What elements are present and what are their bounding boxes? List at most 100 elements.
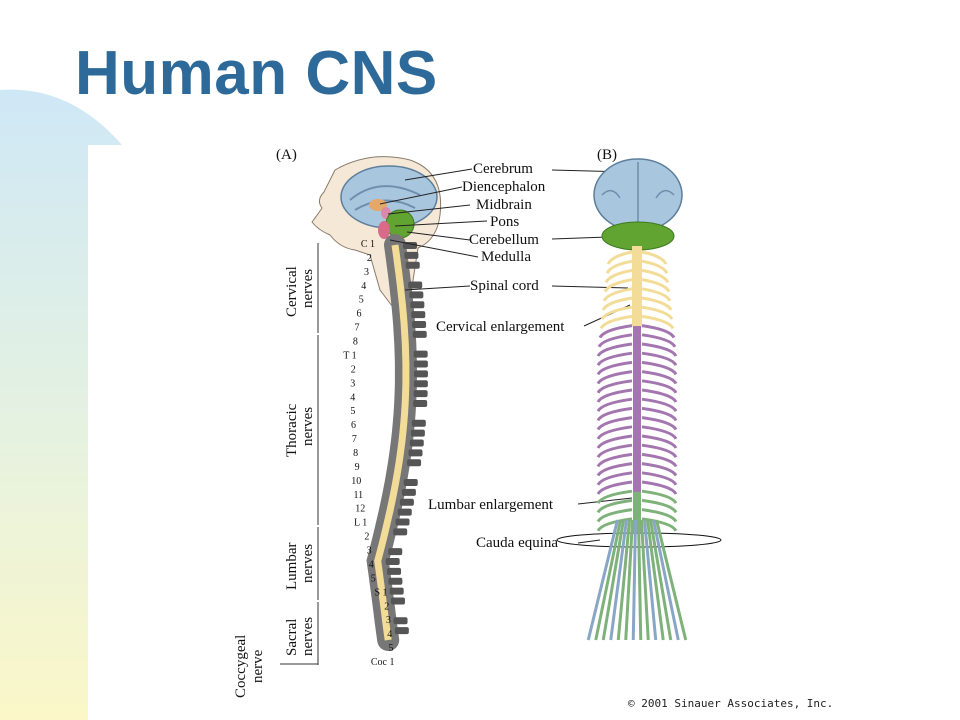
spinal-nerve-left (606, 250, 633, 265)
pons-shape (378, 221, 390, 239)
vertebra (401, 488, 416, 496)
cauda-equina-nerve (637, 519, 643, 641)
spinal-nerve-left (596, 370, 633, 385)
vertebra-label: 5 (350, 406, 355, 417)
vertebra-label: 4 (369, 560, 374, 571)
copyright-notice: © 2001 Sinauer Associates, Inc. (628, 697, 834, 710)
vertebra (399, 498, 414, 506)
spinal-nerve-right (641, 259, 669, 275)
spinal-nerve-left (596, 406, 633, 422)
spinal-nerve-right (641, 305, 674, 321)
spine-column-a (366, 234, 428, 651)
spinal-nerve-left (596, 443, 633, 459)
thoracic-segment (633, 326, 641, 492)
vertebra (403, 242, 417, 249)
thoracic-label-2: nerves (300, 407, 316, 446)
cauda-equina-nerve (624, 519, 634, 641)
spinal-nerve-right (641, 397, 678, 413)
label-diencephalon: Diencephalon (462, 179, 546, 195)
vertebra-label: 2 (351, 364, 356, 375)
spinal-nerve-left (604, 268, 633, 284)
spinal-nerve-right (641, 333, 677, 348)
spinal-nerve-left (596, 489, 633, 505)
spinal-nerve-right (641, 508, 678, 523)
coccygeal-label-2: nerve (250, 649, 266, 683)
vertebra (395, 518, 410, 526)
spinal-nerve-right (641, 370, 678, 385)
spinal-nerve-left (596, 480, 633, 495)
vertebra-label: 4 (350, 392, 355, 403)
cauda-equina-nerve (586, 519, 619, 641)
thoracic-label-1: Thoracic (284, 403, 300, 457)
vertebra-label: 3 (386, 615, 391, 626)
spinal-nerve-right (641, 471, 678, 486)
panel-b-label: (B) (597, 147, 617, 163)
vertebra (393, 617, 408, 625)
vertebra-label: 5 (371, 573, 376, 584)
vertebra (411, 419, 426, 427)
spinal-nerve-left (597, 333, 633, 348)
spinal-nerve-left (600, 305, 633, 321)
vertebra-label: 3 (350, 378, 355, 389)
vertebra (413, 390, 428, 398)
cauda-equina-nerve (616, 519, 631, 641)
label-midbrain: Midbrain (476, 197, 532, 213)
spinal-nerve-left (596, 351, 633, 367)
lumbar-label-2: nerves (300, 544, 316, 583)
cauda-equina-nerve (631, 519, 637, 641)
cauda-equina-nerve (655, 519, 688, 641)
spinal-nerve-right (641, 489, 678, 505)
cauda-equina-nerve (601, 519, 625, 641)
lumbar-segment (633, 492, 641, 532)
vertebra-label: 2 (367, 253, 372, 264)
vertebra-label: 3 (367, 546, 372, 557)
vertebra (409, 439, 424, 447)
spinal-nerve-left (596, 397, 633, 413)
vertebra-label: Coc 1 (371, 657, 395, 668)
vertebra (408, 449, 423, 457)
vertebra (408, 281, 423, 289)
cauda-equina-nerve (646, 519, 665, 641)
slide-title: Human CNS (75, 39, 438, 108)
spinal-nerve-right (641, 268, 670, 284)
cauda-equina-nerve (640, 519, 650, 641)
spinal-nerve-right (641, 278, 671, 293)
spinal-nerve-left (596, 388, 633, 403)
vertebra-label: 12 (355, 504, 365, 515)
spinal-nerve-right (641, 406, 678, 422)
vertebra-label: 5 (389, 643, 394, 654)
vertebra-label: 7 (355, 323, 360, 334)
cervical-label-2: nerves (300, 269, 316, 308)
vertebra-label: 6 (357, 309, 362, 320)
vertebra (403, 479, 418, 486)
cauda-equina-nerve (652, 519, 680, 641)
vertebra (411, 311, 426, 319)
vertebra (413, 360, 428, 368)
vertebra-label: 6 (351, 420, 356, 431)
cauda-equina-nerve (643, 519, 658, 641)
spinal-nerve-right (641, 250, 668, 265)
vertebra (412, 330, 427, 338)
label-cauda-equina: Cauda equina (476, 535, 558, 551)
spinal-nerve-left (596, 379, 633, 394)
spinal-nerve-right (641, 480, 678, 495)
spinal-nerve-left (596, 342, 633, 357)
nerve-groups: Cervical nerves Thoracic nerves Lumbar n… (233, 243, 319, 698)
diencephalon-shape (369, 199, 387, 211)
vertebra-label: 10 (351, 476, 361, 487)
sacral-label-2: nerves (300, 617, 316, 656)
vertebra-label: 7 (352, 434, 357, 445)
spinal-nerve-right (641, 434, 678, 449)
label-pons: Pons (490, 214, 519, 230)
label-cerebrum: Cerebrum (473, 161, 533, 177)
sacral-label-1: Sacral (284, 619, 300, 656)
spinal-cord-dorsal-view (556, 158, 722, 641)
vertebra (397, 508, 412, 516)
vertebra-label: 9 (355, 462, 360, 473)
spinal-nerve-right (641, 462, 678, 477)
vertebra (389, 587, 404, 595)
vertebra (393, 528, 408, 536)
label-medulla: Medulla (481, 249, 531, 265)
spinal-nerve-left (596, 517, 633, 532)
